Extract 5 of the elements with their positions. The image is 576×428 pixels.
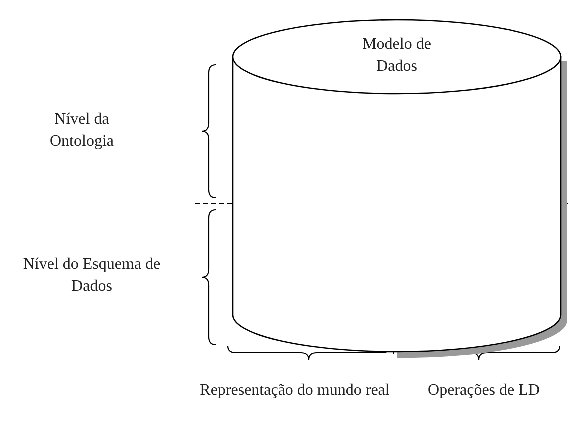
- level-label: Operações de LD: [427, 381, 541, 401]
- level-label: Nível do Esquema de Dados: [22, 255, 162, 297]
- level-label: Nível da Ontologia: [49, 110, 115, 152]
- cylinder-title: Modelo de Dados: [362, 35, 432, 77]
- level-label: Representação do mundo real: [200, 381, 390, 401]
